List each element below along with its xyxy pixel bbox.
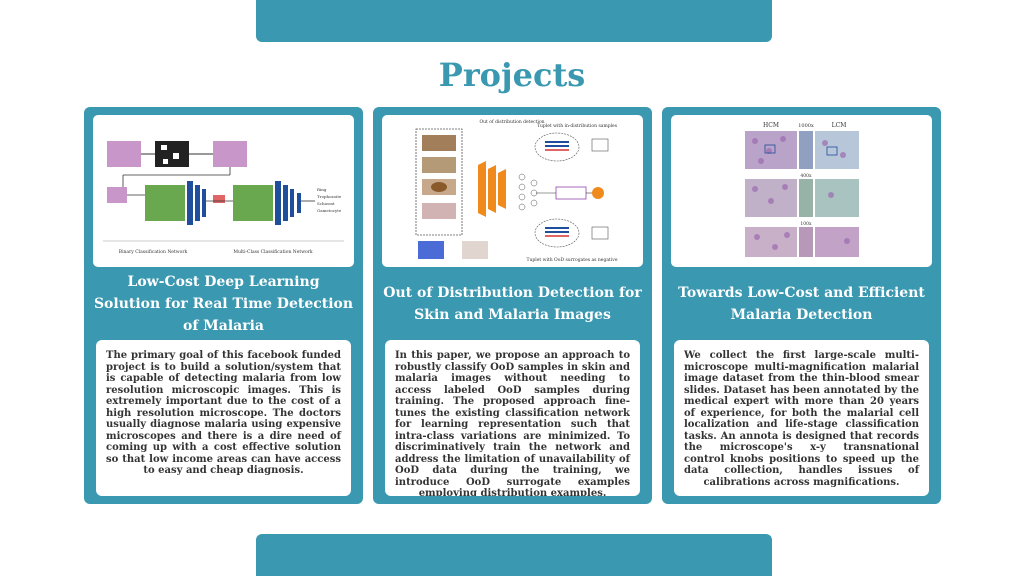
figure-label: Tuplet with OoD surrogates as negative (527, 257, 618, 263)
project-description: In this paper, we propose an approach to… (385, 340, 640, 496)
project-figure: HCM 1000x LCM 400x 100x (671, 115, 932, 267)
figure-label: Binary Classification Network (119, 249, 188, 255)
figure-label: 100x (800, 221, 812, 227)
project-card-malaria-efficient[interactable]: HCM 1000x LCM 400x 100x Towards Low-Cos (662, 107, 941, 504)
project-card-ood-detection[interactable]: Out of distribution detection Tuplet wit… (373, 107, 652, 504)
ood-diagram: Out of distribution detection Tuplet wit… (415, 119, 618, 263)
top-banner (256, 0, 772, 42)
project-description: We collect the first large-scale multi-m… (674, 340, 929, 496)
figure-label: LCM (832, 122, 847, 129)
svg-text:Schizont: Schizont (317, 201, 335, 206)
project-description: The primary goal of this facebook funded… (96, 340, 351, 496)
figure-label: Multi-Class Classification Network (233, 249, 313, 255)
figure-label: Out of distribution detection (479, 119, 544, 125)
microscope-grid-figure: HCM 1000x LCM 400x 100x (745, 122, 859, 257)
project-title[interactable]: Out of Distribution Detection for Skin a… (383, 285, 642, 323)
project-title[interactable]: Low-Cost Deep Learning Solution for Real… (93, 274, 354, 334)
figure-label: HCM (763, 122, 779, 129)
page-title: Projects (438, 56, 586, 94)
svg-text:Gametocyte: Gametocyte (317, 208, 342, 213)
svg-text:Ring: Ring (317, 187, 327, 192)
figure-label: 1000x (798, 123, 814, 129)
figure-label: 400x (800, 173, 812, 179)
project-figure: Ring Trophozoite Schizont Gametocyte Bin… (93, 115, 354, 267)
svg-text:Trophozoite: Trophozoite (317, 194, 342, 199)
project-title[interactable]: Towards Low-Cost and Efficient Malaria D… (678, 285, 925, 323)
figure-label: Tuplet with in-distribution samples (537, 123, 618, 129)
project-figure: Out of distribution detection Tuplet wit… (382, 115, 643, 267)
bottom-banner (256, 534, 772, 576)
network-diagram: Ring Trophozoite Schizont Gametocyte Bin… (103, 141, 344, 255)
project-card-malaria-lowcost[interactable]: Ring Trophozoite Schizont Gametocyte Bin… (84, 107, 363, 504)
